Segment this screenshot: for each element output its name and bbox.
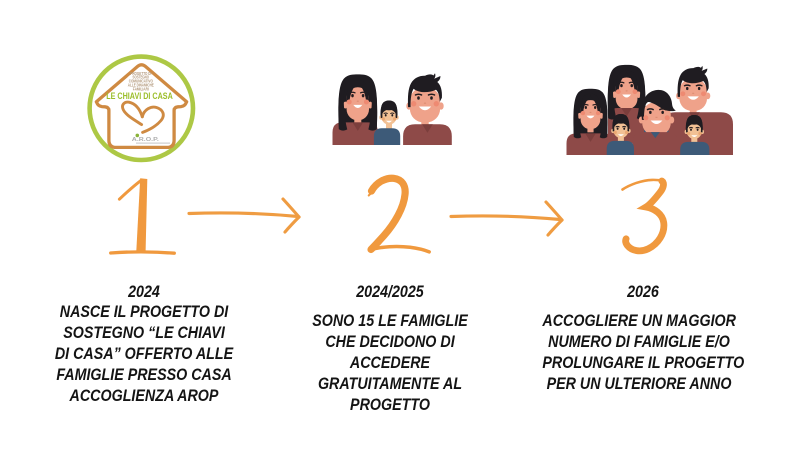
svg-text:SOSTEGNO: SOSTEGNO	[133, 75, 150, 80]
svg-text:FAMILIARI: FAMILIARI	[133, 86, 149, 91]
svg-text:PROGETTO DI: PROGETTO DI	[130, 71, 151, 76]
svg-text:A.R.O.P.: A.R.O.P.	[132, 137, 160, 143]
svg-text:ALLE DINAMICHE: ALLE DINAMICHE	[128, 83, 154, 88]
svg-text:COMUNICATIVO: COMUNICATIVO	[129, 79, 154, 84]
svg-text:LE CHIAVI DI CASA: LE CHIAVI DI CASA	[106, 91, 173, 102]
